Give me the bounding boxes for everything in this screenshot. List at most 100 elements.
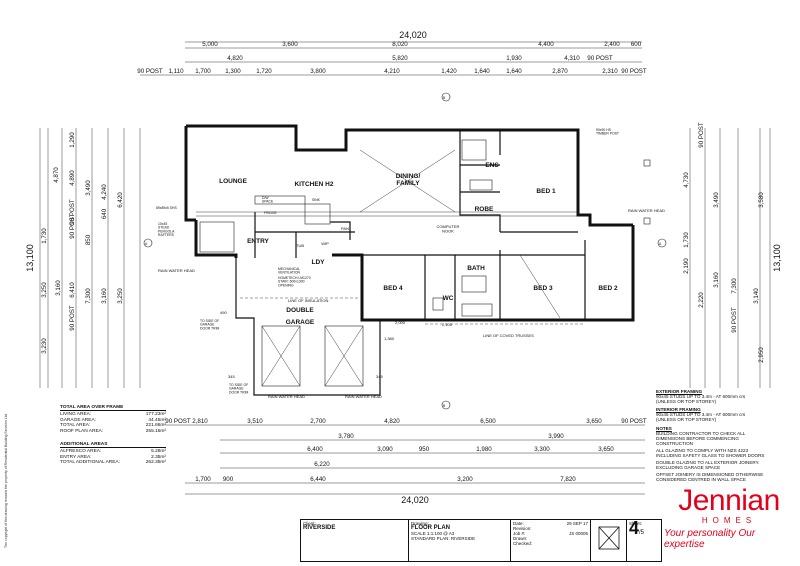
room-labels: LOUNGE KITCHEN H2 DINING/FAMILY BED 1 EN… <box>219 162 618 326</box>
room-garage: GARAGE <box>286 319 315 326</box>
trim-345-left: 345 <box>228 374 235 379</box>
bottom-dim-r5-3: 3,200 <box>457 476 473 483</box>
left-dim-9: 4,240 <box>101 184 108 200</box>
top-dim-r3-9: 1,640 <box>506 68 522 75</box>
area-row: GARAGE AREA:44.45m² <box>60 418 166 423</box>
copyright-note: The copyright of this drawing remains th… <box>4 413 8 548</box>
room-bath: BATH <box>467 265 485 272</box>
area-row: TOTAL AREA:221.66m² <box>60 423 166 428</box>
rain-head-bottom-1: RAIN WATER HEAD <box>268 394 305 399</box>
room-lounge: LOUNGE <box>219 178 247 185</box>
notes-body: BUILDING CONTRACTOR TO CHECK ALL DIMENSI… <box>656 430 746 446</box>
dim-2100: 2,100 <box>442 322 453 327</box>
bottom-dim-r3-1: 3,090 <box>377 446 393 453</box>
area-value: 44.45m² <box>148 417 166 423</box>
drawing-standard: STANDARD PLAN: RIVERSIDE <box>411 536 476 541</box>
section-marker-a-right: A <box>659 242 662 246</box>
drawn-label: Drawn: <box>513 536 528 541</box>
room-wc: WC <box>443 295 454 302</box>
room-wip: WIP <box>321 241 329 246</box>
room-dining: DINING/FAMILY <box>396 173 421 187</box>
additional-area-value: 5.28m² <box>151 449 166 455</box>
trim-490: 490 <box>220 310 227 315</box>
bottom-dim-r1-6: 3,650 <box>586 418 602 425</box>
right-dim-3: 3,580 <box>758 192 765 208</box>
room-entry: ENTRY <box>247 238 269 245</box>
brand-sub: HOMES <box>701 516 757 525</box>
offset-note: OFFSET JOINERY IS DIMENSIONED OTHERWISE … <box>656 472 764 483</box>
glazing-note-2: DOUBLE GLAZING TO ALL EXTERIOR JOINERY. … <box>656 460 760 471</box>
dim-1380: 1,380 <box>384 336 395 341</box>
right-dim-10: 2,950 <box>758 347 765 363</box>
right-dimensions: 13,100 90 POST4,7301,7303,5803,4903,1602… <box>683 122 782 388</box>
sheet-number: 4 <box>629 518 640 538</box>
additional-area-label: ENTRY AREA: <box>60 454 92 460</box>
left-dim-8: 640 <box>101 208 108 219</box>
bottom-dim-r5-2: 6,440 <box>310 476 326 483</box>
glazing-note-1: ALL GLAZING TO COMPLY WITH NZS 4223 INCL… <box>656 447 765 459</box>
top-dim-r2-2: 1,930 <box>506 55 522 62</box>
area-value: 255.15m² <box>145 428 166 434</box>
left-dim-7: 850 <box>85 234 92 245</box>
area-label: ROOF PLAN AREA: <box>60 428 104 434</box>
exterior-framing-body: 90x45 STUDS UP TO 3.4m - AT 600mm crs (U… <box>656 394 746 405</box>
top-dim-r1-4: 2,400 <box>604 41 620 48</box>
bottom-dim-r1-4: 4,820 <box>384 418 400 425</box>
bottom-dim-r1-2: 3,510 <box>247 418 263 425</box>
overall-width-bottom: 24,020 <box>401 495 429 505</box>
additional-area-label: TOTAL ADDITIONAL AREA: <box>60 460 120 466</box>
top-dim-r3-5: 3,800 <box>310 68 326 75</box>
right-dim-9: 3,140 <box>753 288 760 304</box>
bottom-dim-r1-7: 90 POST <box>621 418 647 425</box>
bottom-dim-r4-0: 6,220 <box>314 461 330 468</box>
bottom-dim-r3-0: 6,400 <box>307 446 323 453</box>
rain-head-bottom-2: RAIN WATER HEAD <box>345 394 382 399</box>
overall-height-left: 13,100 <box>25 244 35 272</box>
bottom-dim-r1-1: 2,810 <box>192 418 208 425</box>
right-dim-0: 90 POST <box>698 122 705 148</box>
room-pan: PAN <box>341 226 349 231</box>
left-dim-3: 3,490 <box>85 180 92 196</box>
shs-beam-label: 89x89x5 SHS <box>156 206 177 210</box>
top-dim-r2-0: 4,820 <box>227 55 243 62</box>
top-dim-r1-1: 3,600 <box>282 41 298 48</box>
area-label: LIVING AREA: <box>60 412 92 418</box>
interior-framing-body: 90x45 STUDS UP TO 3.4m - AT 600mm crs (U… <box>656 412 746 423</box>
rain-head-right: RAIN WATER HEAD <box>628 208 665 213</box>
top-dim-r2-3: 4,310 <box>564 55 580 62</box>
top-dim-r1-0: 5,000 <box>202 41 218 48</box>
fridge-label: FRIDGE <box>264 211 278 215</box>
bottom-dim-r2-1: 3,990 <box>548 433 564 440</box>
overall-height-right: 13,100 <box>772 244 782 272</box>
left-dim-5: 1,730 <box>41 228 48 244</box>
room-tub: TUB <box>296 243 304 248</box>
compass-icon <box>598 526 620 550</box>
room-kitchen: KITCHEN H2 <box>294 181 333 188</box>
annotations: RAIN WATER HEAD RAIN WATER HEAD RAIN WAT… <box>145 96 665 408</box>
house-walls <box>143 92 667 410</box>
coved-truss-label: LINE OF COVED TRUSSES <box>483 333 534 338</box>
brand-name: Jennian <box>678 484 780 517</box>
client-value: RIVERSIDE <box>303 525 336 531</box>
right-dim-5: 3,160 <box>713 272 720 288</box>
left-dim-17: 3,230 <box>41 338 48 354</box>
room-ldy: LDY <box>312 259 326 266</box>
left-dim-1: 4,890 <box>69 170 76 186</box>
sheet-of: /5 <box>639 530 645 536</box>
meta-cell: Date:29 SEP 17 Revision: Job #:JS 00005 … <box>511 520 591 561</box>
area-row: ROOF PLAN AREA: 255.15m² <box>60 429 166 434</box>
right-dim-8: 7,300 <box>731 278 738 294</box>
bottom-dim-r5-4: 7,820 <box>560 476 576 483</box>
section-marker-b-bottom: B <box>443 404 446 408</box>
top-dim-r3-12: 90 POST <box>621 68 647 75</box>
left-dim-16: 3,250 <box>117 288 124 304</box>
top-dim-r2-4: 90 POST <box>587 55 613 62</box>
